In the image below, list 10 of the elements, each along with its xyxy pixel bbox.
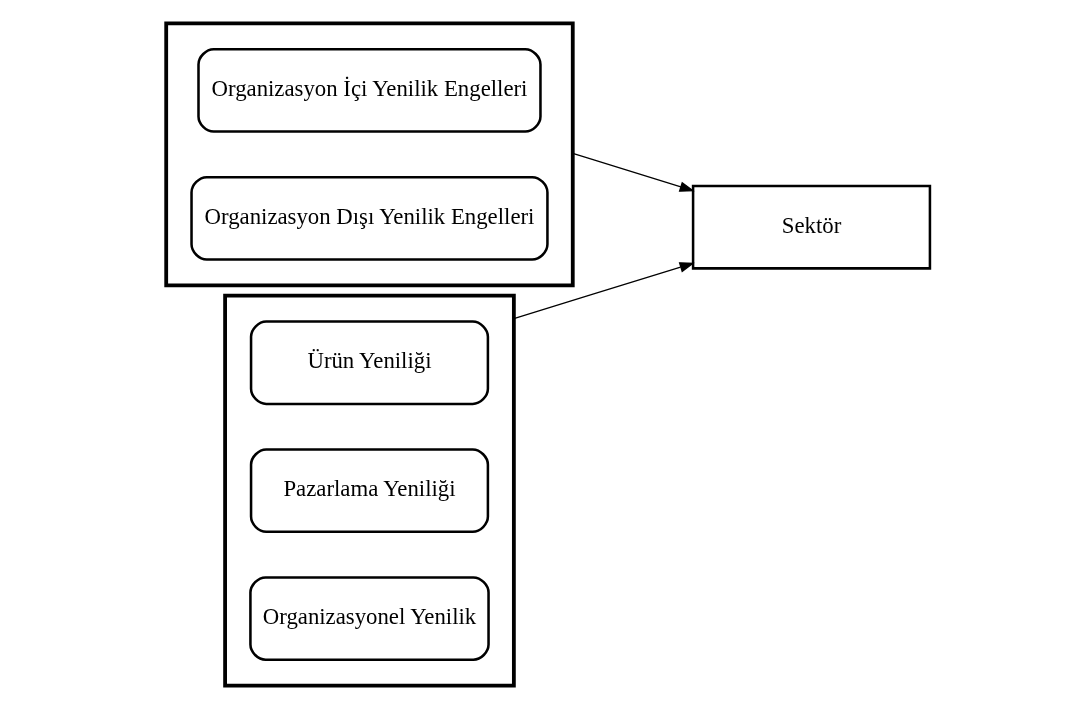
node-box: Ürün Yeniliği	[249, 320, 489, 406]
arrow	[571, 152, 695, 192]
arrow	[512, 262, 695, 320]
node-box: Pazarlama Yeniliği	[249, 448, 489, 534]
node-box: Organizasyon İçi Yenilik Engelleri	[196, 48, 542, 133]
cluster	[222, 293, 516, 688]
node-box: Sektör	[691, 184, 931, 270]
node-box: Organizasyonel Yenilik	[248, 576, 490, 661]
node-box: Organizasyon Dışı Yenilik Engelleri	[189, 175, 549, 261]
cluster	[163, 21, 575, 288]
